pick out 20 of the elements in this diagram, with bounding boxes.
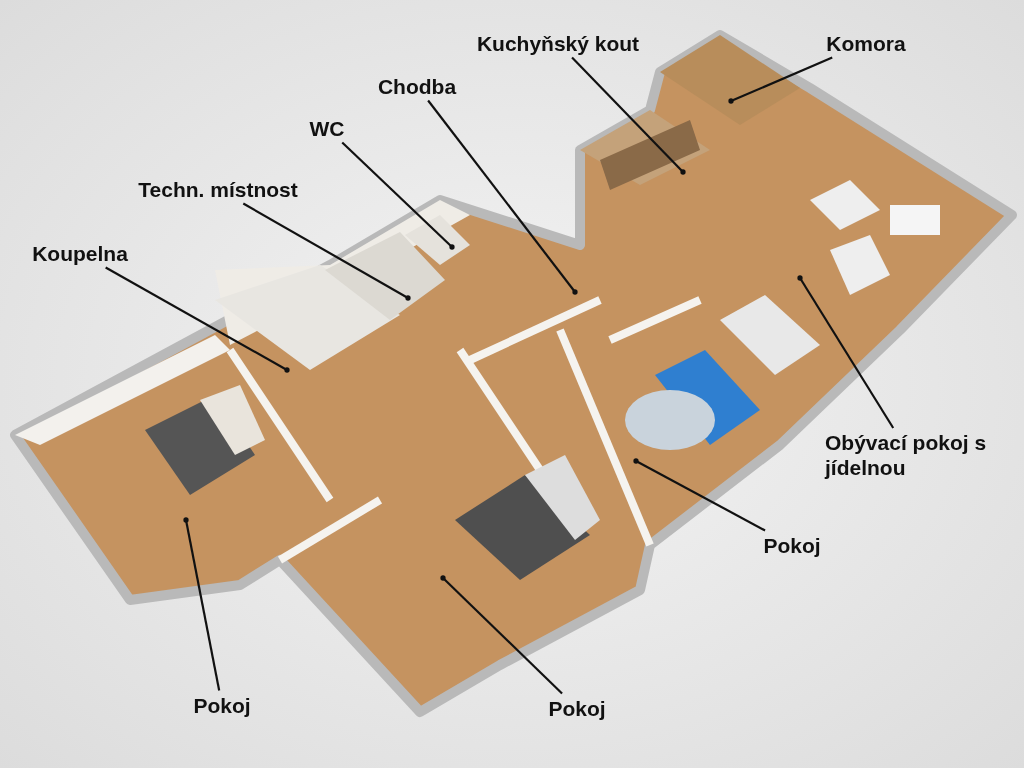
leader-line	[728, 56, 833, 104]
leader-line	[183, 517, 221, 691]
room-label: Pokoj	[548, 695, 606, 721]
leader-line	[105, 266, 290, 373]
room-label: Pokoj	[193, 692, 251, 718]
room-label: Koupelna	[32, 240, 128, 266]
leader-line	[797, 275, 895, 429]
room-label: Kuchyňský kout	[476, 30, 640, 56]
room-label: Obývací pokoj s jídelnou	[825, 430, 995, 480]
leader-line	[571, 56, 686, 175]
leader-line	[440, 575, 563, 695]
room-label: Komora	[826, 30, 906, 56]
room-label: Pokoj	[763, 532, 821, 558]
room-label: WC	[309, 115, 345, 141]
leader-line	[242, 202, 411, 301]
room-label: Chodba	[377, 73, 457, 99]
leader-line	[633, 458, 766, 532]
leader-line	[427, 99, 578, 295]
room-label: Techn. místnost	[138, 176, 298, 202]
leader-line	[341, 141, 455, 250]
